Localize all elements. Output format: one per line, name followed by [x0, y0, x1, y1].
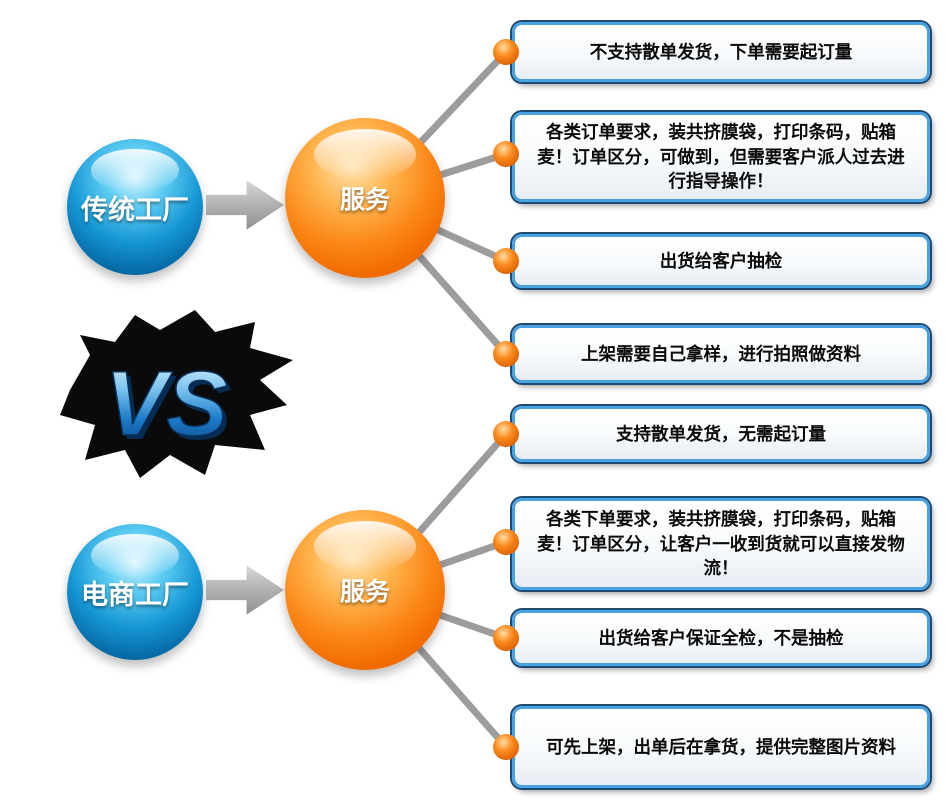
service-label-ecommerce: 服务 [339, 578, 390, 606]
service-box-text: 各类下单要求，装共挤膜袋，打印条码，贴箱麦！订单区分，让客户一收到货就可以直接发… [537, 509, 905, 579]
sphere-highlight [91, 148, 179, 193]
service-box-text: 出货给客户抽检 [659, 250, 783, 271]
service-label-traditional: 服务 [339, 186, 390, 214]
vs-text-shadow: VS [109, 357, 232, 459]
service-box-traditional-2: 各类订单要求，装共挤膜袋，打印条码，贴箱麦！订单区分，可做到，但需要客户派人过去… [512, 112, 930, 202]
service-box-ecommerce-4: 可先上架，出单后在拿货，提供完整图片资料 [512, 706, 930, 788]
sphere-highlight [313, 521, 417, 573]
service-box-ecommerce-2: 各类下单要求，装共挤膜袋，打印条码，贴箱麦！订单区分，让客户一收到货就可以直接发… [512, 498, 930, 590]
service-box-text: 上架需要自己拿样，进行拍照做资料 [581, 343, 861, 364]
service-sphere-ecommerce: 服务 [285, 510, 445, 670]
arrow-right-icon [206, 180, 284, 230]
factory-sphere-ecommerce: 电商工厂 [67, 524, 203, 660]
service-box-traditional-4: 上架需要自己拿样，进行拍照做资料 [512, 325, 930, 383]
arrow-right-icon [206, 565, 284, 615]
service-box-ecommerce-1: 支持散单发货，无需起订量 [512, 406, 930, 462]
sphere-highlight [313, 129, 417, 181]
vs-text: VS [105, 353, 228, 455]
service-box-traditional-1: 不支持散单发货，下单需要起订量 [512, 22, 930, 82]
service-box-text: 各类订单要求，装共挤膜袋，打印条码，贴箱麦！订单区分，可做到，但需要客户派人过去… [537, 122, 905, 192]
vs-logo: VS VS [60, 310, 293, 478]
sphere-highlight [91, 533, 179, 578]
factory-label-ecommerce: 电商工厂 [81, 579, 189, 610]
factory-label-traditional: 传统工厂 [81, 194, 189, 225]
factory-sphere-traditional: 传统工厂 [67, 139, 203, 275]
service-sphere-traditional: 服务 [285, 118, 445, 278]
service-box-text: 不支持散单发货，下单需要起订量 [589, 41, 853, 62]
service-box-ecommerce-3: 出货给客户保证全检，不是抽检 [512, 610, 930, 666]
service-box-text: 支持散单发货，无需起订量 [616, 423, 826, 444]
service-box-traditional-3: 出货给客户抽检 [512, 234, 930, 288]
service-box-text: 可先上架，出单后在拿货，提供完整图片资料 [546, 736, 896, 757]
vs-blob [60, 310, 293, 478]
service-box-text: 出货给客户保证全检，不是抽检 [598, 627, 844, 648]
